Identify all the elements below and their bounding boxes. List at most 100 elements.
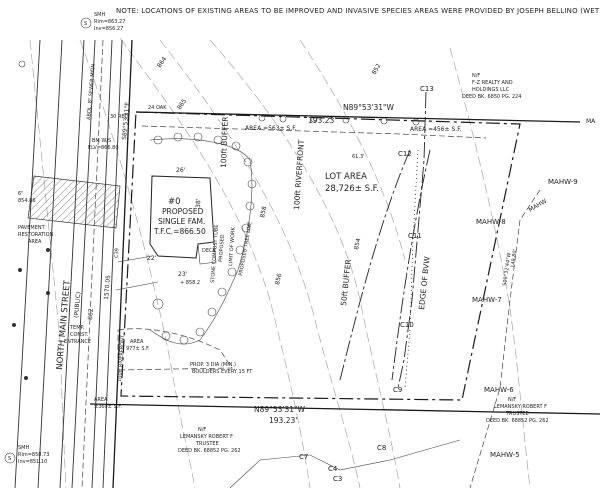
mahw-label: MAHW-8 (476, 218, 506, 226)
row-distance: 1570.05 (103, 275, 112, 301)
abutter-prefix: N/F (472, 73, 480, 79)
edge-bvw-label: EDGE OF BVW (417, 255, 432, 310)
house-dim: 23' (178, 271, 188, 278)
manhole-label: SMH (18, 445, 29, 451)
tree-line (149, 138, 253, 345)
abutter-name: TRUSTEE (505, 411, 529, 417)
south-bearing: N89°53'31"W (254, 405, 306, 414)
house-spot: + 858.2 (180, 280, 200, 286)
spot-elev: 854.86 (18, 198, 36, 204)
buffer-50-label: 50ft BUFFER (339, 259, 353, 306)
north-line (135, 111, 581, 123)
south-distance: 193.23' (269, 416, 297, 425)
temp-entrance-label: ENTRANCE (64, 339, 91, 345)
improvement-area: AREA =456± S.F. (410, 126, 462, 133)
abutter-name: HOLDINGS LLC (472, 87, 510, 93)
driveway-mark: C39 (114, 248, 120, 258)
manhole-top: S SMH Rim=863.27 Inv=856.27 (80, 12, 125, 32)
pavement-label: PAVEMENT (18, 225, 46, 231)
abutter-name: LEMANSKY ROBERT F (494, 404, 547, 410)
mahw-label: MAHW-9 (548, 178, 578, 186)
deck-outline (197, 241, 217, 265)
septic-marker (152, 298, 164, 310)
abutter-prefix: N/F (508, 397, 516, 403)
abutter-name: LEMANSKY ROBERT F (180, 434, 233, 440)
bm-elev: ELV=866.80 (88, 145, 119, 151)
riverfront-vertical-label: 100ft RIVERFRONT (117, 334, 126, 382)
tree-label: 24 OAK (148, 105, 167, 111)
spot-label: 6" (18, 191, 23, 197)
pavement-restoration-hatch (27, 175, 121, 229)
manhole-label: SMH (94, 12, 105, 18)
buffer-100 (339, 149, 411, 381)
limit-note: PROPOSED TREE LINE (238, 221, 253, 276)
contour-label: 862 (87, 308, 95, 320)
contour-label: 858 (259, 206, 268, 219)
mahw-line (469, 189, 541, 488)
manhole-rim: Rim=858.73 (18, 452, 49, 458)
lot-area-value: 28,726± S.F. (325, 184, 379, 194)
area-bottom-left-label: ±360± S.F. (94, 404, 122, 410)
tree-label: 30 RED (110, 114, 129, 120)
contour-label: 856 (274, 273, 283, 286)
boulders-note: BOULDERS EVERY 15 FT (192, 369, 253, 375)
flag-label: C12 (398, 150, 412, 158)
wetland-flag-line (404, 149, 419, 389)
house-label: SINGLE FAM. (158, 217, 205, 226)
manhole-symbol: S (84, 21, 87, 27)
front-area-label: AREA (130, 339, 144, 345)
temp-entrance-label: TEMP. (69, 325, 85, 331)
lot-area-label: LOT AREA (325, 172, 367, 182)
east-bearing: S09°32'44"W (502, 252, 513, 286)
house-dim: 26' (176, 167, 186, 174)
limit-note: PROPOSED (218, 234, 226, 262)
manhole-bottom: S SMH Rim=858.73 Inv=851.10 (4, 445, 49, 465)
boulders-note: PROP. 3 DIA (MIN.) (190, 362, 236, 368)
wetland-flags: C13 C12 C11 C10 C9 C8 C7 C4 C3 (299, 85, 434, 483)
abutter-deed: DEED BK. 68852 PG. 262 (486, 418, 549, 424)
area-bottom-left-label: AREA (94, 397, 108, 403)
manhole-rim: Rim=863.27 (94, 19, 125, 25)
front-area-outline (117, 328, 233, 371)
pavement-label: AREA (28, 239, 42, 245)
mahw-fence-label: MAHW (528, 198, 549, 214)
edge-label: MA (586, 118, 596, 125)
limit-note: LIMIT OF WORK (228, 226, 237, 266)
buffer-100-label: 100ft BUFFER (219, 116, 230, 168)
wetland-markers (258, 114, 420, 126)
front-area-label: 977± S.F. (126, 346, 150, 352)
flag-label: C9 (393, 386, 402, 394)
abutter-name: F-Z REALTY AND (472, 80, 513, 86)
drain-line (229, 439, 461, 488)
abutter-deed: DEED BK. 68852 PG. 262 (178, 448, 241, 454)
abutter-prefix: N/F (198, 427, 206, 433)
mahw-label: MAHW-5 (490, 451, 520, 459)
north-bearing: N89°53'31"W (343, 103, 395, 112)
edge-bvw-line (397, 91, 427, 389)
manhole-inv: Inv=851.10 (18, 459, 47, 465)
manhole-symbol: S (8, 456, 11, 462)
abutter-deed: DEED BK. 6850 PG. 224 (462, 94, 521, 100)
flag-label: C13 (420, 85, 434, 93)
contour-label: 865 (176, 98, 188, 112)
flag-label: C7 (299, 453, 308, 461)
flag-label: C3 (333, 475, 342, 483)
house-label: PROPOSED (162, 207, 204, 216)
flag-label: C10 (400, 321, 414, 329)
hydrant-symbols (12, 60, 50, 380)
north-distance: 193.23' (308, 116, 336, 125)
road-public: (PUBLIC) (73, 292, 82, 319)
house-dim: 38' (195, 198, 202, 208)
proposed-house (149, 175, 215, 259)
plan-note: NOTE: LOCATIONS OF EXISTING AREAS TO BE … (116, 7, 600, 15)
improvement-area: AREA =563± S.F. (245, 125, 297, 132)
mahw-label: MAHW-6 (484, 386, 514, 394)
contour-label: 852 (371, 62, 383, 76)
improvement-area-outline (141, 125, 487, 139)
bm-label: BM W/S (92, 138, 111, 144)
sewer-main-label: ABDL. 8" SEWER MAIN (86, 63, 97, 120)
buffer-100-riverfront-label: 100ft RIVERFRONT (292, 139, 306, 210)
deck-label: DECK (202, 248, 217, 254)
south-line (89, 403, 600, 415)
